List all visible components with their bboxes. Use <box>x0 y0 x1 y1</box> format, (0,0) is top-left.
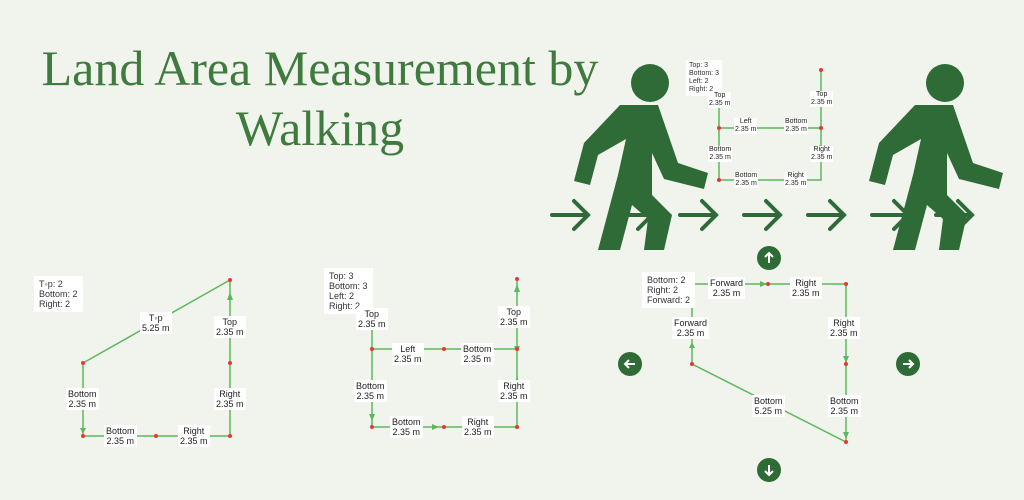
arrow-down-icon <box>764 465 774 477</box>
arrow-right-icon <box>903 359 915 369</box>
title-line-1: Land Area Measurement by <box>41 40 599 96</box>
page-title: Land Area Measurement by Walking <box>0 38 640 158</box>
nav-right-button[interactable] <box>896 352 920 376</box>
arrow-right-icon <box>550 199 975 231</box>
title-line-2: Walking <box>235 100 405 156</box>
walking-person-icon <box>574 64 708 250</box>
nav-down-button[interactable] <box>757 458 781 482</box>
walking-person-icon <box>869 64 1003 250</box>
nav-up-button[interactable] <box>757 246 781 270</box>
arrow-left-icon <box>623 359 635 369</box>
nav-left-button[interactable] <box>618 352 642 376</box>
arrow-up-icon <box>764 251 774 263</box>
